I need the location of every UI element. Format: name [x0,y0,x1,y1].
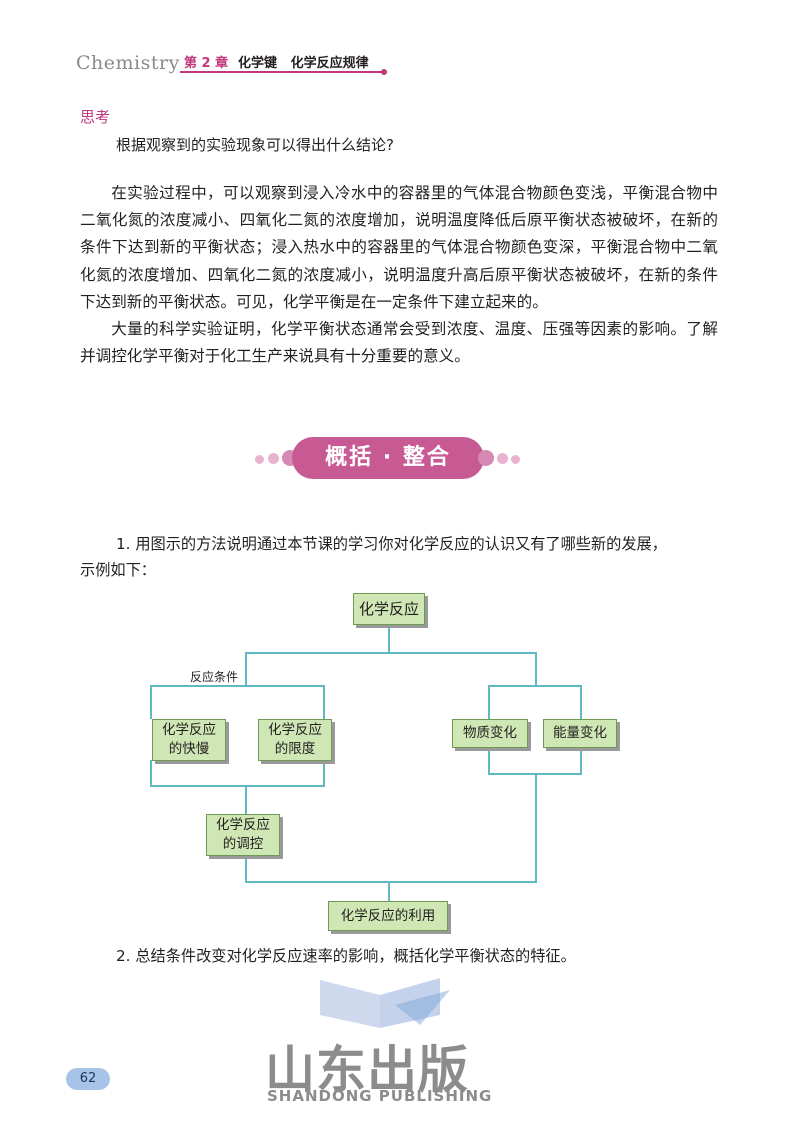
publisher-logo: 山东出版 [265,1041,469,1099]
connector [150,760,152,786]
paragraph-2: 大量的科学实验证明，化学平衡状态通常会受到浓度、温度、压强等因素的影响。了解并调… [80,320,718,366]
connector [245,881,537,883]
banner-dot [497,453,508,464]
exercise-2: 2. 总结条件改变对化学反应速率的影响，概括化学平衡状态的特征。 [116,947,576,965]
node-reaction-use: 化学反应的利用 [328,901,448,931]
page-number: 62 [66,1068,110,1090]
connector [245,785,247,815]
connector [323,760,325,786]
node-text: 化学反应 [162,722,216,738]
banner-dot [511,455,520,464]
connector [580,746,582,774]
node-text: 的调控 [222,836,264,852]
node-text: 的限度 [274,741,316,757]
node-text: 的快慢 [168,741,210,757]
banner-dot [478,450,494,466]
think-question: 根据观察到的实验现象可以得出什么结论? [116,136,394,154]
connector [488,685,582,687]
node-matter-change: 物质变化 [452,719,528,748]
connector [535,652,537,686]
header-title: 化学键 化学反应规律 [238,56,369,71]
connector [245,652,247,686]
publisher-logo-en: SHANDONG PUBLISHING [267,1087,493,1105]
condition-label: 反应条件 [190,670,239,684]
connector [323,685,325,719]
connector [580,685,582,719]
node-reaction-control: 化学反应 的调控 [206,814,280,856]
paragraph-1: 在实验过程中，可以观察到浸入冷水中的容器里的气体混合物颜色变浅，平衡混合物中二氧… [80,184,718,311]
banner-dot [268,453,279,464]
connector [245,854,247,882]
section-banner: 概括 · 整合 [292,437,484,479]
connector [488,746,490,774]
header-subject: Chemistry [76,52,180,74]
exercise-1-line-1: 1. 用图示的方法说明通过本节课的学习你对化学反应的认识又有了哪些新的发展， [116,535,667,553]
connector [488,685,490,719]
header-dot [381,69,387,75]
think-label: 思考 [80,108,111,126]
header-chapter: 第 2 章 [184,56,229,71]
connector [535,773,537,882]
banner-dot [255,455,264,464]
connector [388,881,390,901]
connector [150,685,325,687]
node-text: 化学反应 [268,722,322,738]
node-chemical-reaction: 化学反应 [353,593,425,625]
header-underline [180,71,382,73]
exercise-1-line-2: 示例如下： [80,561,156,579]
connector [388,624,390,653]
node-reaction-rate: 化学反应 的快慢 [152,719,226,761]
node-energy-change: 能量变化 [543,719,617,748]
connector [150,685,152,719]
connector [245,652,537,654]
node-text: 化学反应 [216,817,270,833]
connector [150,785,325,787]
book-watermark-icon [320,978,450,1028]
node-reaction-limit: 化学反应 的限度 [258,719,332,761]
